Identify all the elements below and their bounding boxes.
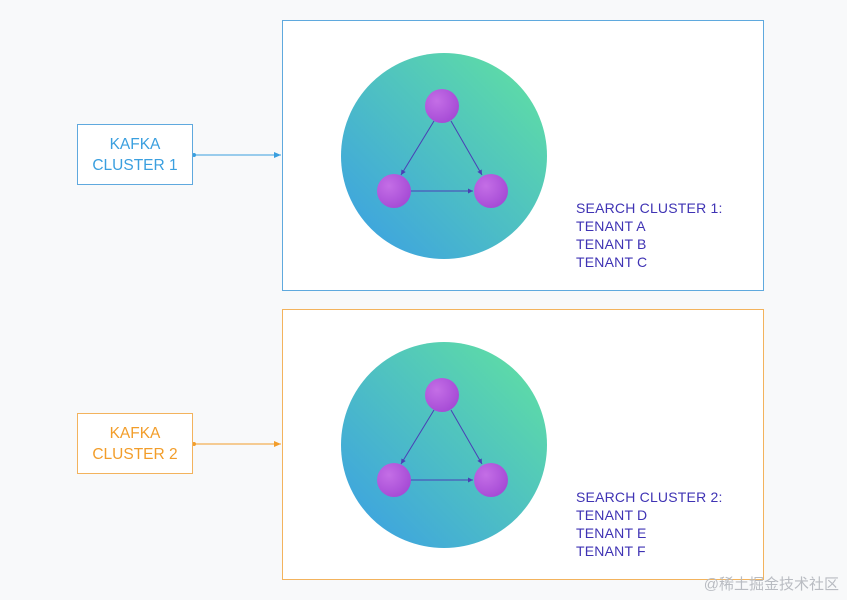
edge-top-left <box>400 409 435 465</box>
node-top <box>425 89 459 123</box>
node-right <box>474 463 508 497</box>
tenant-a: TENANT A <box>576 218 646 234</box>
tenant-e: TENANT E <box>576 525 647 541</box>
search-cluster-2-title: SEARCH CLUSTER 2: <box>576 489 723 505</box>
tenant-d: TENANT D <box>576 507 648 523</box>
kafka-cluster-1-line1: KAFKA <box>109 135 161 153</box>
kafka-cluster-2-line1: KAFKA <box>109 424 161 442</box>
search-cluster-1-circle <box>341 53 547 259</box>
watermark: @稀土掘金技术社区 <box>703 576 839 593</box>
search-cluster-1-text: SEARCH CLUSTER 1: TENANT A TENANT B TENA… <box>576 199 723 271</box>
search-cluster-1-graph <box>341 53 547 259</box>
node-top <box>425 378 459 412</box>
search-cluster-1-title: SEARCH CLUSTER 1: <box>576 200 723 216</box>
tenant-f: TENANT F <box>576 543 646 559</box>
node-left <box>377 174 411 208</box>
kafka-cluster-1-line2: CLUSTER 1 <box>92 156 178 174</box>
tenant-c: TENANT C <box>576 254 648 270</box>
search-cluster-2-text: SEARCH CLUSTER 2: TENANT D TENANT E TENA… <box>576 488 723 560</box>
edge-top-right <box>450 409 483 465</box>
kafka-cluster-2-line2: CLUSTER 2 <box>92 445 178 463</box>
node-right <box>474 174 508 208</box>
search-cluster-2-circle <box>341 342 547 548</box>
tenant-b: TENANT B <box>576 236 647 252</box>
kafka-cluster-2: KAFKA CLUSTER 2 <box>77 413 193 474</box>
search-cluster-2: SEARCH CLUSTER 2: TENANT D TENANT E TENA… <box>282 309 764 580</box>
edge-top-right <box>450 120 483 176</box>
kafka-cluster-1: KAFKA CLUSTER 1 <box>77 124 193 185</box>
node-left <box>377 463 411 497</box>
search-cluster-2-graph <box>341 342 547 548</box>
search-cluster-1: SEARCH CLUSTER 1: TENANT A TENANT B TENA… <box>282 20 764 291</box>
edge-top-left <box>400 120 435 176</box>
